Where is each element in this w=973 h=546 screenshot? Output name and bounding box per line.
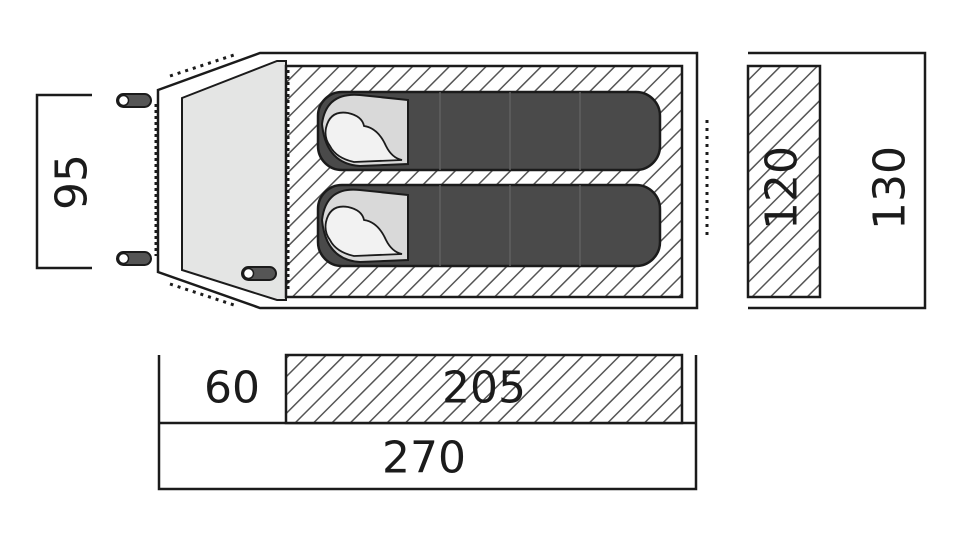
person-head-icon [324,111,403,163]
tent-peg-icon [116,93,152,108]
dimension-label-60: 60 [204,363,260,414]
inner-width-hatched-bar [746,64,822,299]
sleeping-bag-icon [316,183,662,268]
dimension-width-panel: 120 130 [746,51,927,310]
guy-line-top [169,53,235,78]
tent-top-view [116,51,709,310]
tent-peg-icon [241,266,277,281]
dimension-vestibule-width: 95 [35,93,98,270]
sleeping-bag-icon [316,90,662,172]
dimension-label-205: 205 [442,363,526,414]
vestibule-area [181,60,287,301]
dimension-label-120: 120 [757,146,808,230]
person-head-icon [324,205,403,257]
guy-line-bottom [169,282,235,307]
inner-length-hatched-bar [284,353,684,425]
dimension-label-270: 270 [382,433,466,484]
dimension-label-95: 95 [47,154,98,210]
tent-peg-icon [116,251,152,266]
dimension-length-panel: 60 205 270 [157,353,698,491]
dimension-label-130: 130 [865,146,916,230]
